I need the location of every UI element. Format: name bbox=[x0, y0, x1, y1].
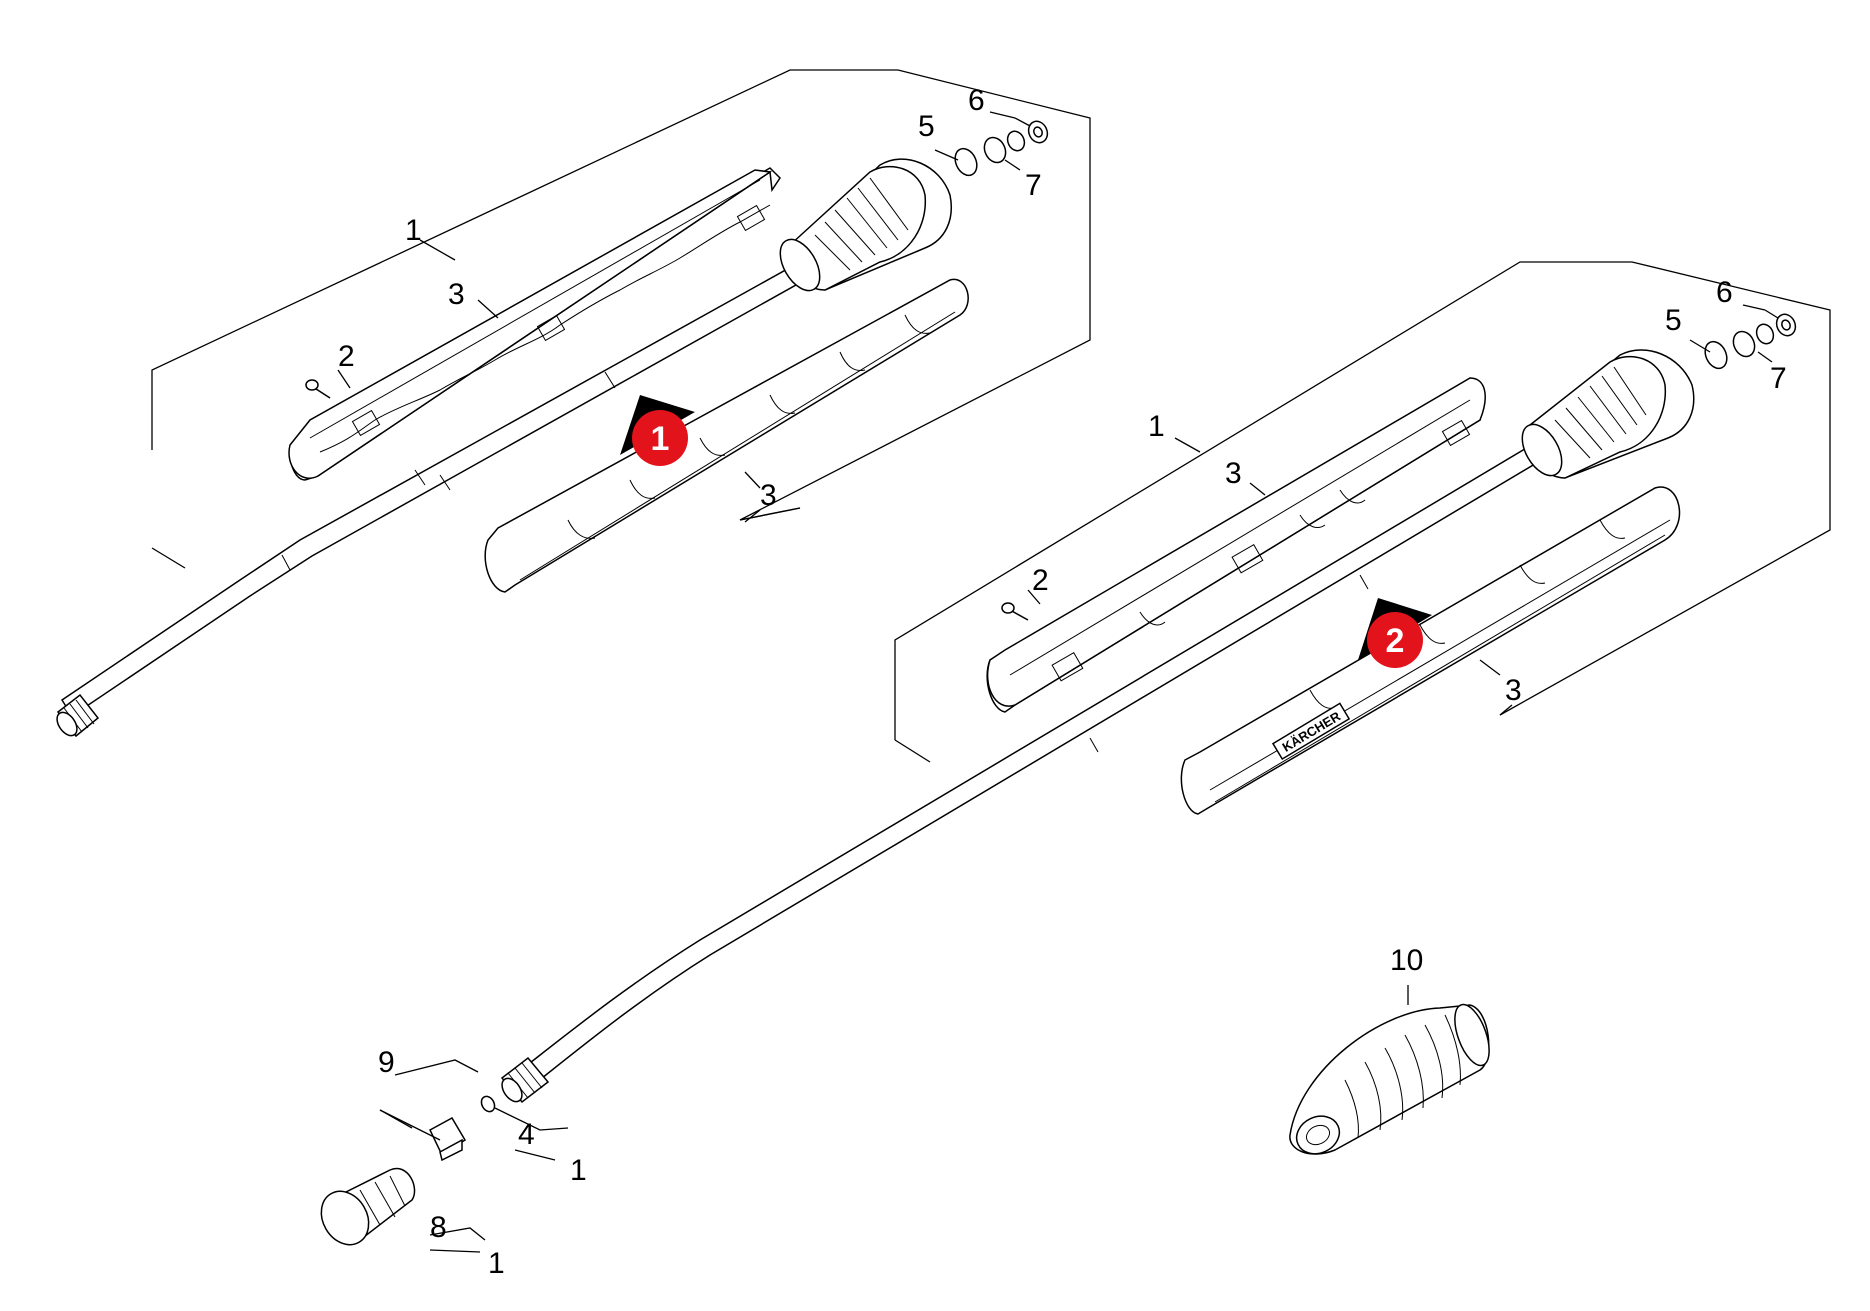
assembly-2-callout-screw: 2 bbox=[1032, 564, 1049, 597]
assembly-1-callout-ring: 5 bbox=[918, 110, 935, 143]
cap-part bbox=[429, 1116, 467, 1162]
assembly-1-callout-nut: 6 bbox=[968, 84, 985, 117]
assembly-2-callout-oring: 7 bbox=[1770, 362, 1787, 395]
callout-seal-qty: 1 bbox=[570, 1154, 587, 1187]
assembly-1-callout-screw: 2 bbox=[338, 340, 355, 373]
knob-part bbox=[320, 1167, 416, 1246]
callout-nozzle: 10 bbox=[1390, 944, 1423, 977]
callout-cap: 9 bbox=[378, 1046, 395, 1079]
assembly-2-callout-ring: 5 bbox=[1665, 304, 1682, 337]
seal-ring bbox=[480, 1095, 496, 1113]
assembly-1-thread-end bbox=[56, 693, 100, 738]
callout-seal: 4 bbox=[518, 1118, 535, 1151]
assembly-1-half-shell-grip bbox=[484, 278, 969, 593]
assembly-2-screw bbox=[1001, 602, 1029, 621]
assembly-2-callout-nut: 6 bbox=[1716, 276, 1733, 309]
lance-thread-end bbox=[500, 1056, 550, 1104]
callout-knob-qty: 1 bbox=[488, 1247, 505, 1280]
assembly-1-half-shell-open bbox=[288, 167, 781, 481]
assembly-2-callout-half-shell-b: 3 bbox=[1505, 674, 1522, 707]
assembly-1-screw bbox=[305, 379, 331, 399]
assembly-2-callout-half-shell: 3 bbox=[1225, 457, 1242, 490]
assembly-2-seal-set bbox=[1704, 313, 1797, 370]
assembly-1-callout-oring: 7 bbox=[1025, 169, 1042, 202]
assembly-1: 1 1 3 2 5 6 7 3 bbox=[56, 69, 1091, 738]
svg-text:1: 1 bbox=[651, 420, 670, 458]
rotary-nozzle bbox=[1289, 1003, 1490, 1155]
bottom-parts: 9 4 1 8 1 10 bbox=[320, 944, 1490, 1280]
assembly-1-callout-frame: 1 bbox=[405, 214, 422, 247]
assembly-1-badge: 1 bbox=[632, 410, 688, 466]
assembly-2-nozzle-body bbox=[1521, 349, 1695, 479]
assembly-1-callout-half-shell-b: 3 bbox=[760, 479, 777, 512]
callout-knob: 8 bbox=[430, 1211, 447, 1244]
assembly-2-lance bbox=[506, 438, 1552, 1096]
assembly-2: KÄRCHER 2 1 bbox=[506, 261, 1831, 1096]
assembly-2-half-shell-open bbox=[986, 377, 1486, 713]
assembly-2-frame bbox=[894, 261, 1831, 740]
assembly-1-lance bbox=[56, 261, 814, 738]
assembly-2-half-shell-grip: KÄRCHER bbox=[1180, 486, 1681, 815]
assembly-2-callout-frame: 1 bbox=[1148, 410, 1165, 443]
assembly-1-callout-half-shell: 3 bbox=[448, 278, 465, 311]
assembly-1-seal-set bbox=[954, 120, 1049, 177]
assembly-1-nozzle-body bbox=[779, 158, 952, 292]
assembly-2-badge: 2 bbox=[1367, 612, 1423, 668]
svg-text:2: 2 bbox=[1386, 622, 1405, 660]
assembly-1-frame bbox=[151, 69, 1091, 521]
